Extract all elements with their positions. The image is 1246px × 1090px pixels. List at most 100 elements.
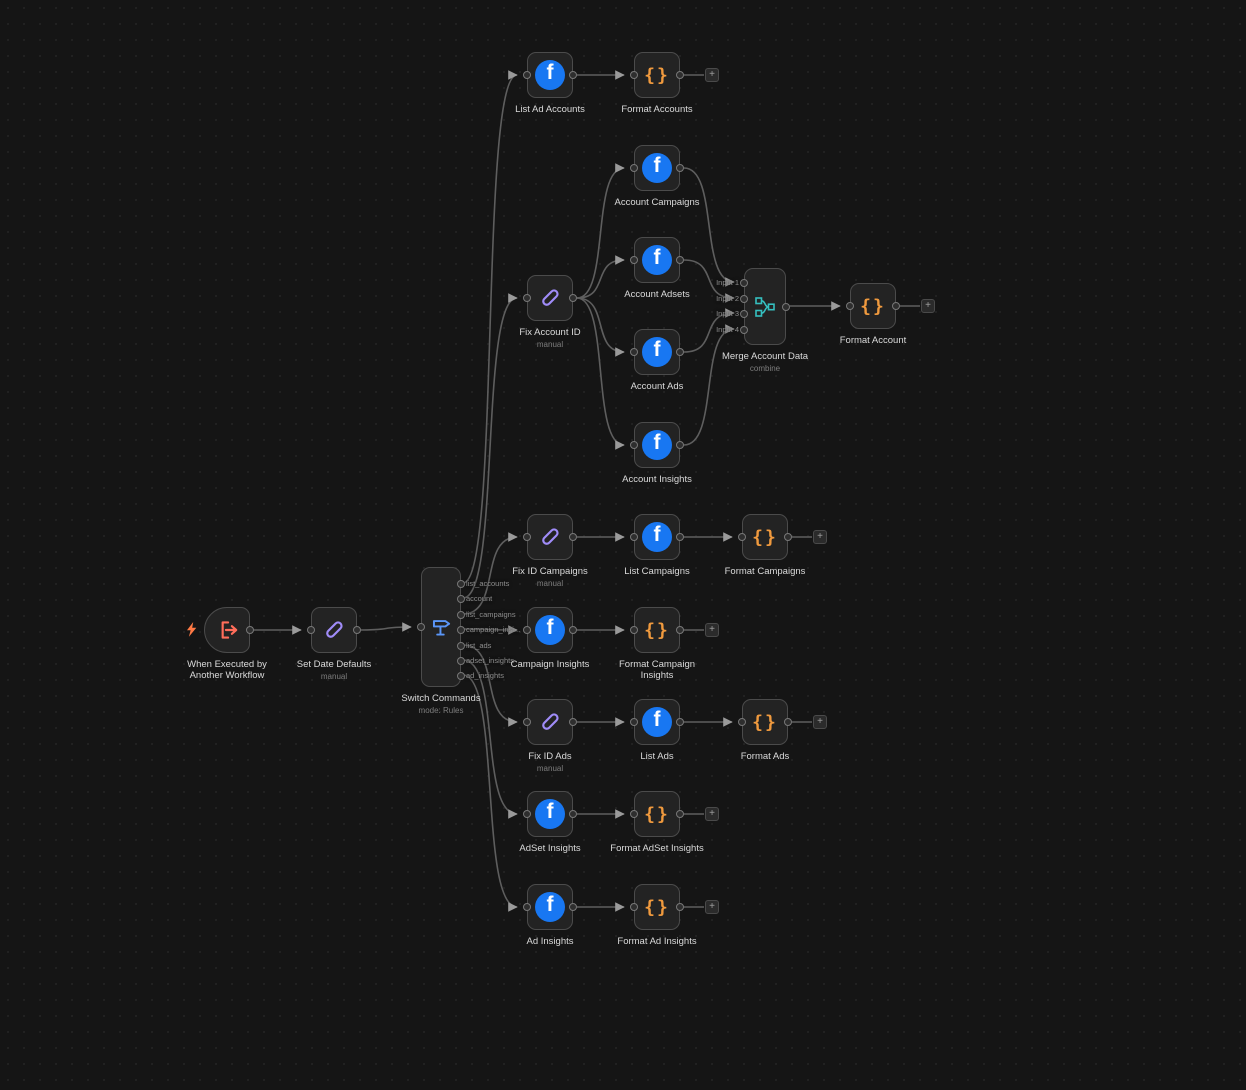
- node-campaign-insights[interactable]: f Campaign Insights: [511, 607, 589, 670]
- add-node-button[interactable]: +: [705, 807, 719, 821]
- connection-wire[interactable]: [462, 659, 518, 819]
- input-port[interactable]: [523, 903, 531, 911]
- node-title: Set Date Defaults: [296, 659, 372, 670]
- connection-wire[interactable]: [683, 167, 735, 287]
- merge-input-port-2[interactable]: [740, 295, 748, 303]
- output-port-adset-insights[interactable]: [457, 656, 465, 665]
- output-port[interactable]: [569, 626, 577, 634]
- node-format-ad-insights[interactable]: {} Format Ad Insights: [617, 884, 697, 947]
- output-port-list-accounts[interactable]: [457, 579, 465, 588]
- node-fix-id-campaigns[interactable]: Fix ID Campaigns manual: [512, 514, 588, 588]
- input-port[interactable]: [630, 903, 638, 911]
- output-port-ad-insights[interactable]: [457, 671, 465, 680]
- node-list-campaigns[interactable]: f List Campaigns: [624, 514, 690, 577]
- node-ad-insights[interactable]: f Ad Insights: [523, 884, 577, 947]
- input-port[interactable]: [523, 718, 531, 726]
- input-port[interactable]: [630, 718, 638, 726]
- node-format-accounts[interactable]: {} Format Accounts: [621, 52, 693, 115]
- output-port[interactable]: [676, 348, 684, 356]
- output-port[interactable]: [676, 810, 684, 818]
- input-port[interactable]: [523, 810, 531, 818]
- merge-input-port-1[interactable]: [740, 279, 748, 287]
- node-format-campaigns[interactable]: {} Format Campaigns: [725, 514, 805, 577]
- output-port[interactable]: [353, 626, 361, 634]
- input-port[interactable]: [630, 533, 638, 541]
- node-account-campaigns[interactable]: f Account Campaigns: [614, 145, 700, 208]
- input-port[interactable]: [307, 626, 315, 634]
- input-port[interactable]: [523, 71, 531, 79]
- node-format-ads[interactable]: {} Format Ads: [738, 699, 792, 762]
- node-subtitle: combine: [749, 364, 781, 374]
- node-account-ads[interactable]: f Account Ads: [630, 329, 684, 392]
- output-port[interactable]: [569, 71, 577, 79]
- node-list-ads[interactable]: f List Ads: [630, 699, 684, 762]
- output-port-list-campaigns[interactable]: [457, 610, 465, 619]
- input-port[interactable]: [630, 810, 638, 818]
- output-port[interactable]: [676, 164, 684, 172]
- node-adset-insights[interactable]: f AdSet Insights: [519, 791, 581, 854]
- input-port[interactable]: [523, 626, 531, 634]
- output-port[interactable]: [676, 533, 684, 541]
- node-account-insights[interactable]: f Account Insights: [622, 422, 692, 485]
- node-when-executed-by-another-workflow[interactable]: When Executed by Another Workflow: [187, 607, 267, 681]
- add-node-button[interactable]: +: [705, 623, 719, 637]
- output-port[interactable]: [569, 810, 577, 818]
- merge-input-label-3: Input 3: [716, 309, 739, 318]
- input-port[interactable]: [630, 71, 638, 79]
- node-fix-account-id[interactable]: Fix Account ID manual: [519, 275, 581, 349]
- output-port[interactable]: [784, 533, 792, 541]
- node-account-adsets[interactable]: f Account Adsets: [624, 237, 690, 300]
- output-port[interactable]: [569, 718, 577, 726]
- output-port[interactable]: [569, 294, 577, 302]
- connection-wire[interactable]: [576, 297, 625, 450]
- output-port[interactable]: [892, 302, 900, 310]
- output-port[interactable]: [784, 718, 792, 726]
- add-node-button[interactable]: +: [813, 715, 827, 729]
- input-port[interactable]: [630, 626, 638, 634]
- output-port[interactable]: [569, 903, 577, 911]
- switch-signpost-icon: [432, 620, 451, 636]
- output-port-list-ads[interactable]: [457, 641, 465, 650]
- node-merge-account-data[interactable]: Input 1 Input 2 Input 3 Input 4 Merge Ac…: [716, 268, 808, 373]
- node-format-account[interactable]: {} Format Account: [840, 283, 906, 346]
- output-port-campaign-insights[interactable]: [457, 625, 465, 634]
- input-port[interactable]: [523, 294, 531, 302]
- input-port[interactable]: [630, 348, 638, 356]
- merge-input-port-3[interactable]: [740, 310, 748, 318]
- input-port[interactable]: [417, 623, 425, 631]
- output-port[interactable]: [569, 533, 577, 541]
- merge-input-port-4[interactable]: [740, 326, 748, 334]
- input-port[interactable]: [846, 302, 854, 310]
- input-port[interactable]: [630, 164, 638, 172]
- node-switch-commands[interactable]: list_accounts account list_campaigns cam…: [401, 567, 520, 715]
- facebook-icon: f: [535, 799, 565, 829]
- node-format-campaign-insights[interactable]: {} Format Campaign Insights: [619, 607, 695, 681]
- output-port[interactable]: [676, 903, 684, 911]
- add-node-button[interactable]: +: [813, 530, 827, 544]
- add-node-button[interactable]: +: [705, 900, 719, 914]
- node-label: Merge Account Data combine: [690, 351, 840, 374]
- output-port[interactable]: [676, 71, 684, 79]
- output-port[interactable]: [676, 626, 684, 634]
- node-title: Fix ID Campaigns: [512, 566, 588, 577]
- output-port-account[interactable]: [457, 594, 465, 603]
- output-port[interactable]: [676, 718, 684, 726]
- add-node-button[interactable]: +: [705, 68, 719, 82]
- add-node-button[interactable]: +: [921, 299, 935, 313]
- node-format-adset-insights[interactable]: {} Format AdSet Insights: [610, 791, 704, 854]
- output-port[interactable]: [676, 441, 684, 449]
- node-list-ad-accounts[interactable]: f List Ad Accounts: [515, 52, 585, 115]
- node-set-date-defaults[interactable]: Set Date Defaults manual: [297, 607, 371, 681]
- output-port[interactable]: [782, 302, 790, 311]
- input-port[interactable]: [630, 256, 638, 264]
- connection-wire[interactable]: [360, 622, 412, 632]
- output-port[interactable]: [676, 256, 684, 264]
- output-port[interactable]: [246, 626, 254, 634]
- connection-wire[interactable]: [576, 163, 625, 299]
- input-port[interactable]: [523, 533, 531, 541]
- node-fix-id-ads[interactable]: Fix ID Ads manual: [523, 699, 577, 773]
- input-port[interactable]: [738, 718, 746, 726]
- input-port[interactable]: [630, 441, 638, 449]
- input-port[interactable]: [738, 533, 746, 541]
